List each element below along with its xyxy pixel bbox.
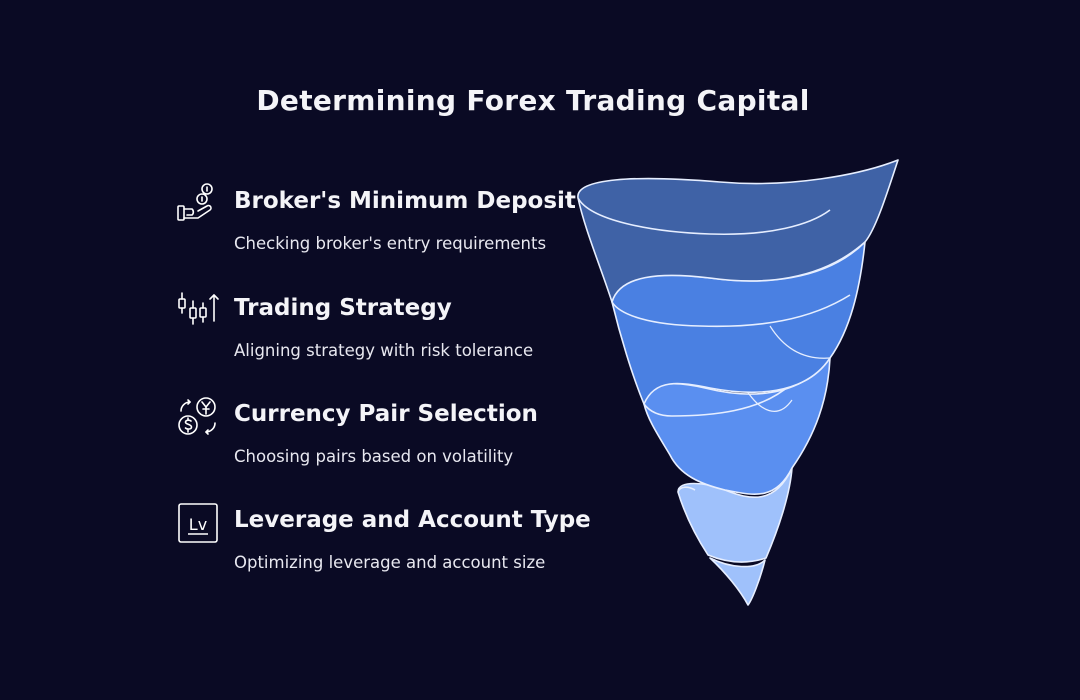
item-heading: Trading Strategy [234,295,452,321]
list-item-currency-pair-selection: Currency Pair Selection Choosing pairs b… [176,395,596,485]
item-description: Checking broker's entry requirements [234,234,547,253]
item-heading: Leverage and Account Type [234,507,591,533]
funnel-band-1 [577,159,899,303]
candlestick-chart-icon [176,289,220,333]
currency-exchange-icon [176,395,220,439]
list-item-trading-strategy: Trading Strategy Aligning strategy with … [176,289,596,379]
item-heading: Broker's Minimum Deposit [234,188,576,214]
item-description: Choosing pairs based on volatility [234,447,514,466]
item-description: Optimizing leverage and account size [234,553,546,572]
item-heading: Currency Pair Selection [234,401,538,427]
list-item-leverage-and-account-type: Lv Leverage and Account Type Optimizing … [176,501,596,591]
list-item-brokers-minimum-deposit: Broker's Minimum Deposit Checking broker… [176,182,596,272]
item-description: Aligning strategy with risk tolerance [234,341,534,360]
leverage-icon-text: Lv [189,515,207,534]
page-title: Determining Forex Trading Capital [256,84,810,117]
funnel-graphic [560,150,920,620]
funnel-tip [709,557,766,606]
leverage-icon: Lv [176,501,220,545]
hand-coins-icon [176,182,220,226]
funnel-band-3 [643,357,831,496]
